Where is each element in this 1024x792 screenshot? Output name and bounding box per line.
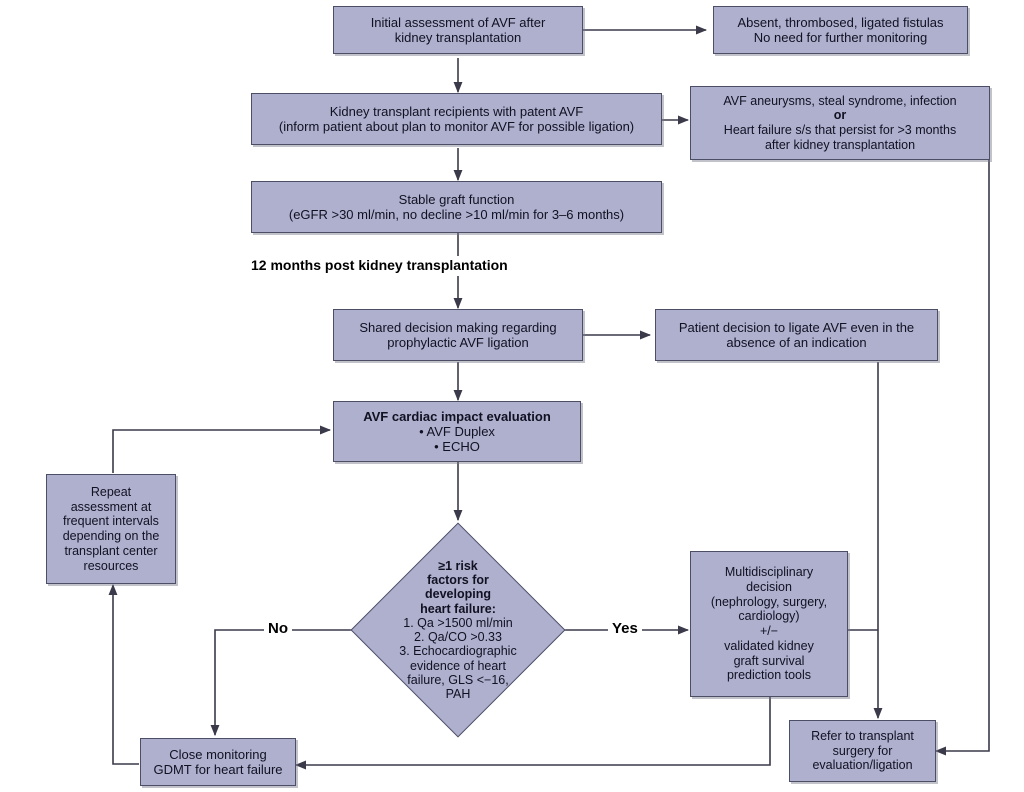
node-absent-fistulas-line-0: Absent, thrombosed, ligated fistulas [737, 14, 944, 30]
node-cardiac-impact-line-0: AVF cardiac impact evaluation [363, 408, 551, 424]
edge-label-yes: Yes [608, 620, 642, 637]
node-multidisciplinary-line-6: graft survival [733, 653, 805, 668]
node-refer-transplant-surgery[interactable]: Refer to transplant surgery for evaluati… [789, 720, 936, 782]
node-stable-graft-line-1: (eGFR >30 ml/min, no decline >10 ml/min … [288, 207, 625, 222]
node-repeat-assessment-line-4: transplant center [64, 543, 158, 558]
node-patent-avf-line-0: Kidney transplant recipients with patent… [329, 103, 584, 119]
node-refer-surgery-line-2: evaluation/ligation [812, 758, 913, 773]
node-multidisciplinary-line-3: cardiology) [738, 609, 800, 624]
node-absent-fistulas-line-1: No need for further monitoring [753, 30, 928, 45]
node-multidisciplinary-line-5: validated kidney [724, 638, 814, 653]
node-close-monitoring-line-1: GDMT for heart failure [153, 762, 283, 777]
node-aneurysms-line-0: AVF aneurysms, steal syndrome, infection [723, 93, 957, 108]
node-shared-decision-line-1: prophylactic AVF ligation [387, 335, 529, 350]
node-aneurysms-line-2: Heart failure s/s that persist for >3 mo… [723, 123, 957, 137]
node-absent-fistulas[interactable]: Absent, thrombosed, ligated fistulas No … [713, 6, 968, 54]
node-initial-assessment-line-0: Initial assessment of AVF after [370, 14, 546, 30]
node-multidisciplinary-line-0: Multidisciplinary [724, 565, 814, 579]
node-cardiac-impact-line-2: • ECHO [434, 439, 480, 455]
node-aneurysms-steal-infection[interactable]: AVF aneurysms, steal syndrome, infection… [690, 86, 990, 160]
node-repeat-assessment-line-5: resources [83, 558, 139, 573]
node-multidisciplinary-line-7: prediction tools [726, 668, 812, 683]
node-close-monitoring-line-0: Close monitoring [169, 746, 267, 762]
node-repeat-assessment-line-0: Repeat [90, 484, 132, 499]
node-patient-decision[interactable]: Patient decision to ligate AVF even in t… [655, 309, 938, 361]
node-patent-avf-line-1: (inform patient about plan to monitor AV… [278, 119, 635, 134]
node-patent-avf[interactable]: Kidney transplant recipients with patent… [251, 93, 662, 145]
node-initial-assessment-line-1: kidney transplantation [394, 30, 522, 45]
node-shared-decision-line-0: Shared decision making regarding [359, 319, 557, 335]
node-patient-decision-line-0: Patient decision to ligate AVF even in t… [678, 319, 915, 335]
node-shared-decision[interactable]: Shared decision making regarding prophyl… [333, 309, 583, 361]
node-initial-assessment[interactable]: Initial assessment of AVF after kidney t… [333, 6, 583, 54]
node-patient-decision-line-1: absence of an indication [726, 335, 867, 350]
node-repeat-assessment[interactable]: Repeat assessment at frequent intervals … [46, 474, 176, 584]
node-multidisciplinary-line-1: decision [746, 579, 792, 594]
node-stable-graft-function[interactable]: Stable graft function (eGFR >30 ml/min, … [251, 181, 662, 233]
node-aneurysms-line-3: after kidney transplantation [764, 137, 916, 152]
node-close-monitoring[interactable]: Close monitoring GDMT for heart failure [140, 738, 296, 786]
node-refer-surgery-line-1: surgery for [832, 743, 893, 758]
node-stable-graft-line-0: Stable graft function [398, 191, 515, 207]
edge-label-no: No [264, 620, 292, 637]
node-multidisciplinary-line-2: (nephrology, surgery, [710, 594, 828, 609]
node-cardiac-impact-line-1: • AVF Duplex [419, 423, 495, 439]
node-repeat-assessment-line-2: frequent intervals [63, 514, 159, 529]
node-repeat-assessment-line-3: depending on the [62, 529, 160, 543]
decision-risk-factors[interactable] [350, 522, 566, 738]
edge-label-twelve-months: 12 months post kidney transplantation [246, 257, 513, 273]
node-cardiac-impact-evaluation[interactable]: AVF cardiac impact evaluation • AVF Dupl… [333, 401, 581, 462]
node-refer-surgery-line-0: Refer to transplant [811, 728, 914, 743]
node-repeat-assessment-line-1: assessment at [70, 499, 152, 514]
node-multidisciplinary-line-4: +/− [759, 624, 779, 638]
node-multidisciplinary-decision[interactable]: Multidisciplinary decision (nephrology, … [690, 551, 848, 697]
node-aneurysms-line-1: or [833, 108, 847, 123]
